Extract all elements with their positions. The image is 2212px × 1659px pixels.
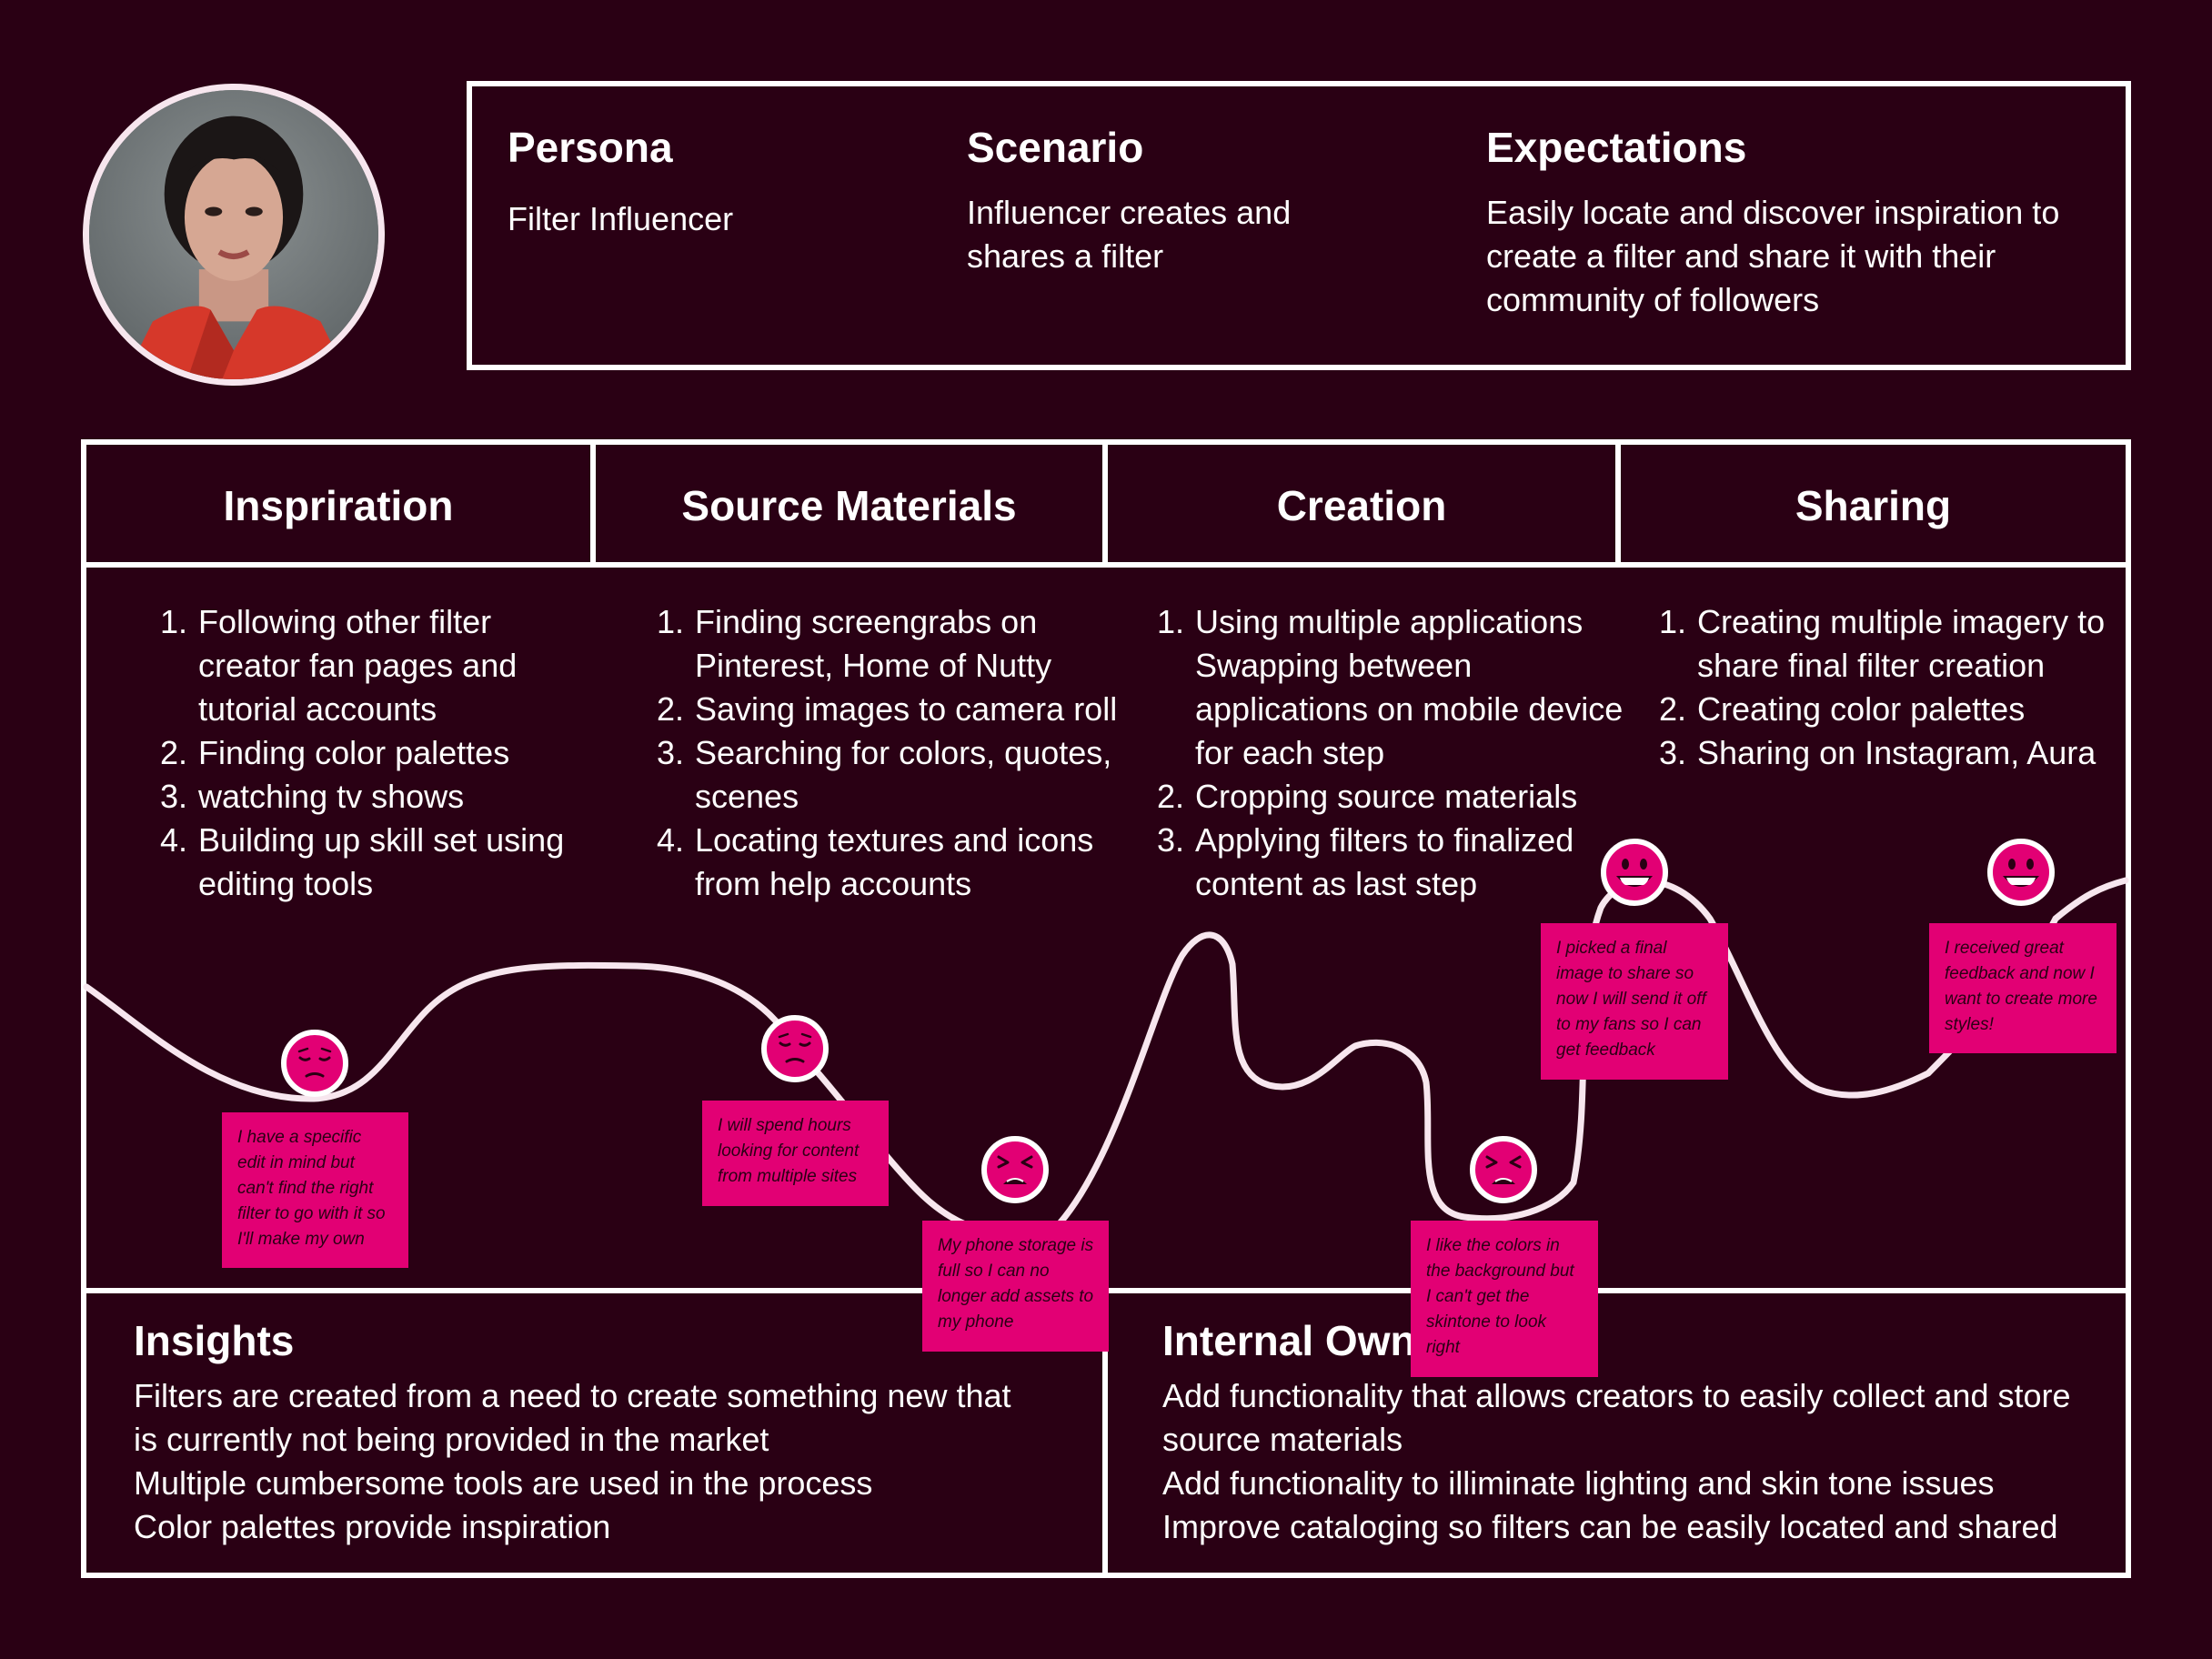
info-box [467,81,2131,370]
emotion-note: I picked a final image to share so now I… [1541,923,1728,1080]
step-item: Creating multiple imagery to share final… [1695,600,2150,688]
steps-sharing: Creating multiple imagery to share final… [1644,600,2150,775]
expectations-text: Easily locate and discover inspiration t… [1486,194,2060,318]
persona-text: Filter Influencer [508,200,734,237]
step-item: Locating textures and icons from help ac… [693,819,1121,906]
grinning-face-icon [1601,839,1668,906]
step-item: Building up skill set using editing tool… [196,819,597,906]
persona-avatar [83,84,385,386]
persona-photo [89,90,378,379]
header-divider [81,562,2131,568]
emotion-note: My phone storage is full so I can no lon… [922,1221,1109,1352]
column-divider-3 [1615,439,1621,565]
scenario-text: Influencer creates and shares a filter [967,194,1292,275]
tired-face-icon [1470,1136,1537,1203]
step-item: Cropping source materials [1193,775,1648,819]
insights-heading: Insights [134,1317,295,1364]
grinning-face-icon [1987,839,2055,906]
step-item: Following other filter creator fan pages… [196,600,597,731]
section-divider [1102,1288,1108,1578]
stage-title-inspiration: Inspriration [223,482,454,529]
emotion-note: I like the colors in the background but … [1411,1221,1598,1377]
pensive-face-icon [761,1015,829,1082]
step-item: Sharing on Instagram, Aura [1695,731,2150,775]
steps-creation: Using multiple applications Swapping bet… [1142,600,1648,906]
step-item: Searching for colors, quotes, scenes [693,731,1121,819]
step-item: Saving images to camera roll [693,688,1121,731]
tired-face-icon [981,1136,1049,1203]
stage-title-sharing: Sharing [1795,482,1952,529]
step-item: Finding color palettes [196,731,597,775]
emotion-note: I will spend hours looking for content f… [702,1101,889,1206]
column-divider-2 [1102,439,1108,565]
step-item: Applying filters to finalized content as… [1193,819,1648,906]
emotion-curve-line [83,877,2129,1237]
steps-source-materials: Finding screengrabs on Pinterest, Home o… [642,600,1121,906]
column-divider-1 [590,439,596,565]
pensive-face-icon [281,1030,348,1097]
step-item: Creating color palettes [1695,688,2150,731]
ownership-text: Add functionality that allows creators t… [1162,1377,2071,1545]
emotion-note: I received great feedback and now I want… [1929,923,2116,1053]
persona-heading: Persona [508,124,673,171]
emotion-note: I have a specific edit in mind but can't… [222,1112,408,1268]
steps-inspiration: Following other filter creator fan pages… [146,600,597,906]
expectations-heading: Expectations [1486,124,1747,171]
step-item: Finding screengrabs on Pinterest, Home o… [693,600,1121,688]
insights-text: Filters are created from a need to creat… [134,1377,1011,1545]
scenario-heading: Scenario [967,124,1144,171]
step-item: Using multiple applications Swapping bet… [1193,600,1648,775]
step-item: watching tv shows [196,775,597,819]
stage-title-creation: Creation [1276,482,1447,529]
stage-title-source-materials: Source Materials [681,482,1017,529]
